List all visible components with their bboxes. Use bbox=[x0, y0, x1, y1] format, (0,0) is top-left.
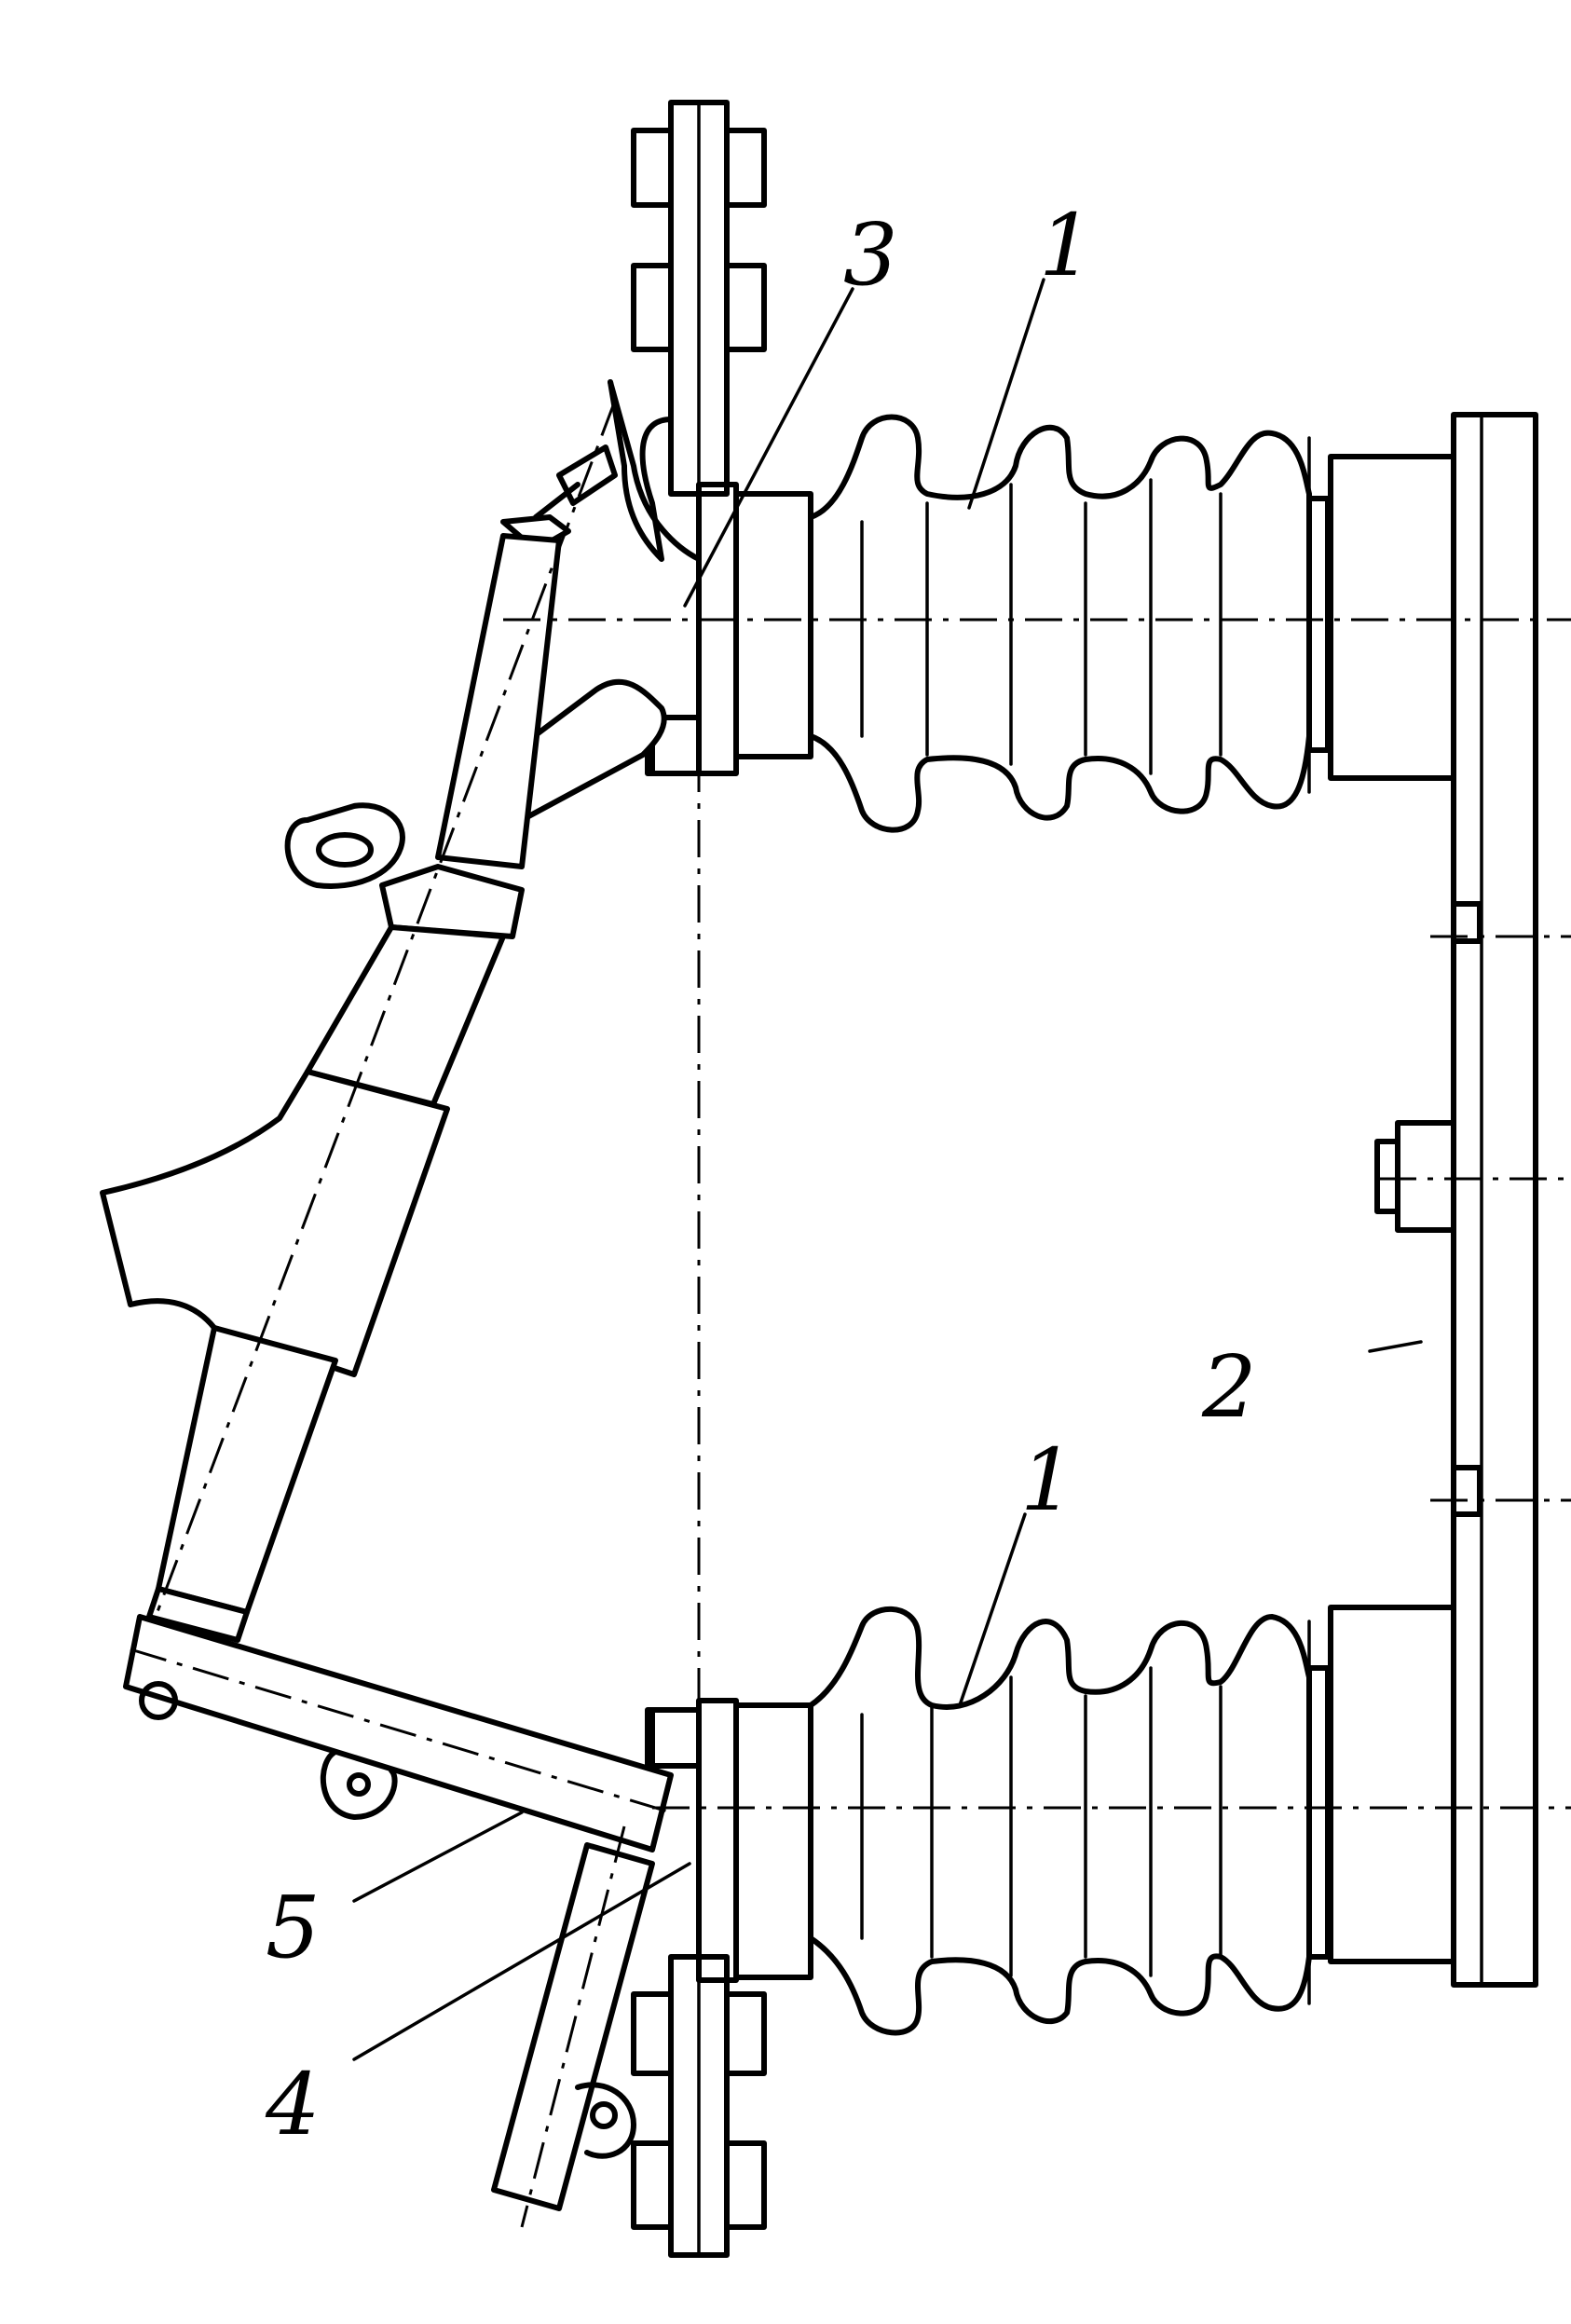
label-5: 5 bbox=[266, 1878, 321, 1977]
label-3: 3 bbox=[843, 205, 898, 305]
leader-lines bbox=[352, 278, 1423, 2061]
upper-contact-assembly bbox=[608, 100, 767, 776]
lower-insulator bbox=[733, 1606, 1331, 2036]
axis-lines bbox=[503, 103, 1571, 2255]
fuse-tube bbox=[100, 400, 618, 1660]
label-2: 2 bbox=[1201, 1337, 1257, 1437]
callouts: 3 1 2 1 5 4 bbox=[265, 196, 1257, 2154]
base-frame bbox=[1328, 412, 1538, 1988]
upper-insulator bbox=[733, 414, 1331, 833]
label-1-top: 1 bbox=[1039, 196, 1094, 295]
label-1-bottom: 1 bbox=[1020, 1430, 1075, 1530]
lower-arm bbox=[123, 1614, 674, 2228]
label-4: 4 bbox=[265, 2055, 321, 2154]
